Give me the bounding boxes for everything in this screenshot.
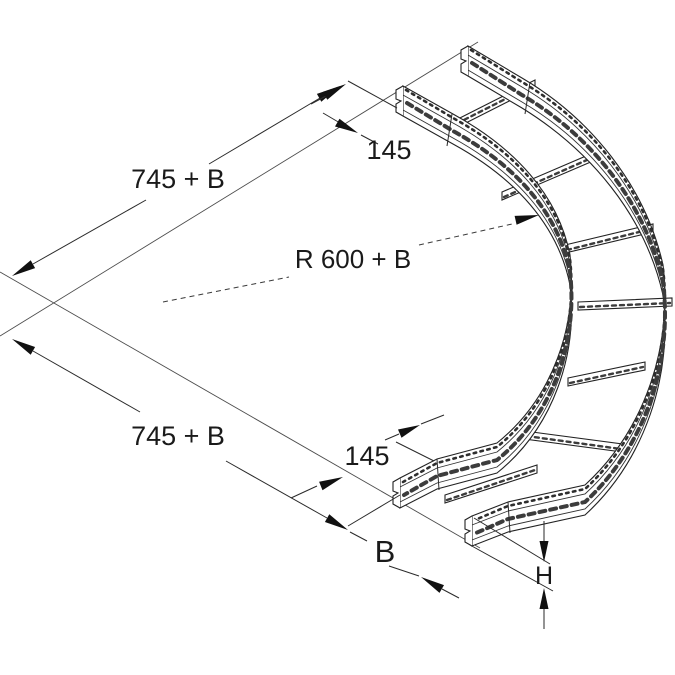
- rung-perforations: [568, 365, 645, 385]
- rung-perforations: [565, 227, 653, 252]
- height-dimension: H: [469, 517, 554, 629]
- outer-rail-flange-perforations: [469, 48, 667, 522]
- dimension-line: [225, 460, 328, 519]
- arrowhead: [514, 215, 539, 225]
- arrowhead: [335, 118, 358, 133]
- rung: [444, 464, 538, 504]
- dim-label-bottom-tangent: 145: [344, 441, 389, 471]
- inner-rail-joint-bottom: [436, 458, 440, 491]
- radius-leader-dashed: [162, 276, 290, 303]
- width-callout: B: [347, 494, 460, 599]
- rung-bar: [577, 297, 673, 311]
- arrowhead: [324, 514, 348, 530]
- outer-rail-end-profile-bottom: [464, 515, 473, 547]
- dimension-bottom-tangent: 145: [290, 414, 445, 499]
- inner-rail-joint-top: [446, 113, 453, 147]
- dimension-tail: [384, 433, 400, 441]
- arrowhead: [398, 425, 420, 438]
- rung-perforations: [578, 301, 672, 309]
- extension-line-bottom-tangent: [0, 271, 481, 549]
- dimension-tail: [349, 531, 368, 542]
- dim-label-top-tangent: 145: [366, 135, 411, 165]
- extension-stub: [347, 494, 401, 527]
- extension-stub: [395, 441, 435, 462]
- rung: [577, 297, 673, 311]
- inner-rail-bottom-fold: [399, 109, 572, 503]
- radius-callout: R 600 + B: [162, 215, 539, 303]
- arrowhead-up: [539, 588, 549, 609]
- dimension-tail: [290, 485, 318, 499]
- arrowhead-down: [539, 541, 549, 562]
- dimension-line: [208, 97, 321, 165]
- outer-rail-joint-top: [524, 81, 531, 115]
- rung-perforations: [445, 468, 537, 502]
- dimension-line: [32, 199, 147, 265]
- extension-line: [473, 517, 551, 565]
- radius-label: R 600 + B: [295, 244, 411, 274]
- radius-leader-dashed: [418, 223, 513, 246]
- rung-perforations: [517, 433, 630, 452]
- arrowhead: [322, 84, 346, 100]
- dim-label-top-length: 745 + B: [131, 164, 225, 194]
- arrowhead: [12, 260, 36, 276]
- inner-rail-web-slots: [402, 101, 574, 497]
- ladder: [392, 45, 673, 547]
- dimension-bottom-length: 745 + B: [12, 339, 368, 542]
- rung: [567, 361, 646, 387]
- extension-line-top-tangent: [0, 41, 479, 337]
- dimension-line: [32, 350, 141, 413]
- inner-rail-end-profile-top: [395, 85, 404, 117]
- leader-line: [388, 565, 420, 577]
- dimension-top-tangent: 145: [310, 80, 412, 165]
- inner-rail-end-profile-bottom: [392, 477, 401, 509]
- extension-stub: [322, 112, 341, 124]
- dim-label-bottom-length: 745 + B: [131, 421, 225, 451]
- outer-rail: [460, 45, 667, 547]
- dimension-tail: [360, 134, 379, 145]
- inner-rail-flange-perforations: [401, 88, 573, 484]
- arrowhead: [319, 477, 343, 491]
- arrowhead: [421, 577, 444, 593]
- height-label: H: [535, 562, 553, 590]
- outer-rail-joint-bottom: [507, 501, 511, 534]
- outer-rail-end-profile-top: [460, 45, 469, 77]
- arrowhead: [12, 339, 36, 355]
- rung-bar: [567, 361, 646, 387]
- extension-line: [469, 544, 554, 592]
- dimension-tail: [310, 95, 327, 105]
- dimension-top-length: 745 + B: [12, 86, 340, 276]
- dimension-tail: [441, 588, 460, 599]
- width-label: B: [375, 534, 396, 569]
- rung-bar: [444, 464, 538, 504]
- inner-rail: [392, 85, 574, 509]
- outer-rail-web-slots: [470, 61, 667, 535]
- dimension-tail: [420, 414, 445, 425]
- extension-stub: [347, 80, 398, 109]
